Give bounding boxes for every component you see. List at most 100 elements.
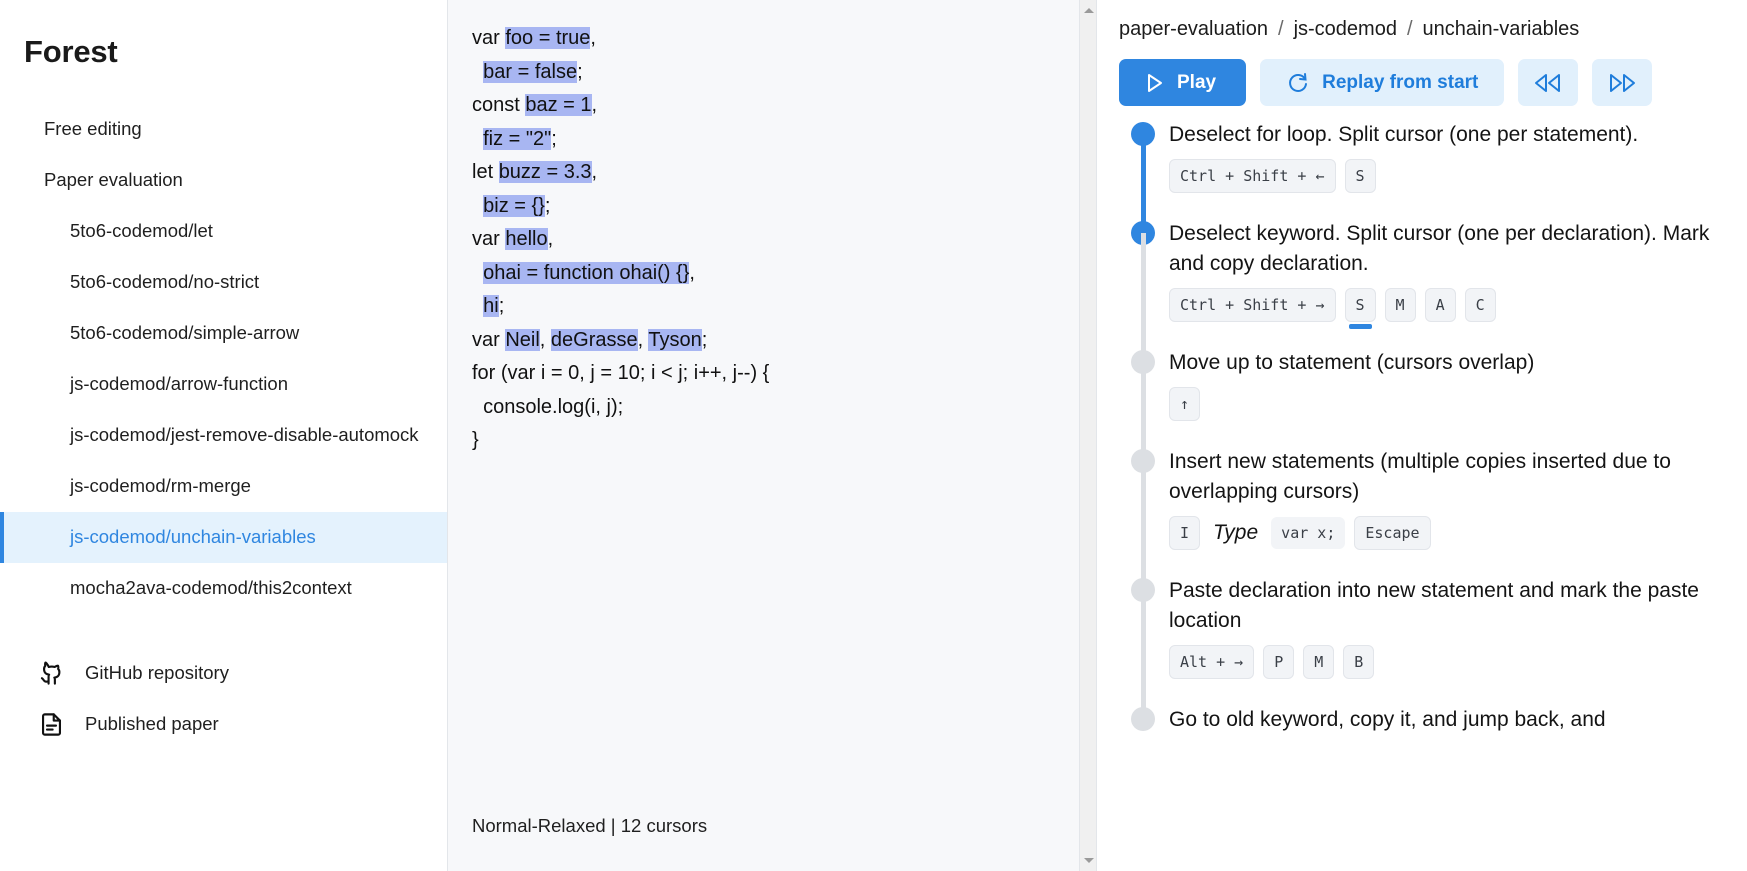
sidebar-item-label: 5to6-codemod/simple-arrow [70,321,300,343]
sidebar-item-label: js-codemod/arrow-function [70,372,288,394]
footer-link-github-repository[interactable]: GitHub repository [0,648,447,699]
code-segment: , [689,261,695,284]
key-cap: I [1169,516,1201,550]
editor-status-bar: Normal-Relaxed | 12 cursors [472,815,708,836]
play-icon [1143,72,1165,94]
sidebar-item-js-codemod-unchain-variables[interactable]: js-codemod/unchain-variables [0,511,447,563]
editor-vertical-scrollbar[interactable] [1079,0,1096,871]
sidebar-item-paper-evaluation[interactable]: Paper evaluation [0,155,447,206]
sidebar-item-label: 5to6-codemod/no-strict [70,270,260,292]
step-item[interactable]: Deselect keyword. Split cursor (one per … [1131,219,1747,356]
code-segment: } [472,429,479,451]
code-line: hi; [472,290,1096,324]
play-button[interactable]: Play [1119,59,1247,106]
code-selection-segment: baz = 1 [525,94,592,116]
code-segment: var [472,328,506,351]
key-cap: Alt + → [1169,645,1255,679]
code-segment: , [539,328,551,351]
sidebar-item-js-codemod-jest-remove-disable-automock[interactable]: js-codemod/jest-remove-disable-automock [0,410,447,461]
key-cap: C [1464,288,1496,322]
step-item[interactable]: Paste declaration into new statement and… [1131,576,1747,713]
breadcrumb-item-js-codemod[interactable]: js-codemod [1293,18,1397,40]
step-description: Deselect keyword. Split cursor (one per … [1169,222,1710,275]
code-segment: , [591,161,598,183]
next-step-button[interactable] [1592,59,1653,106]
code-segment: , [591,94,598,116]
footer-link-label: GitHub repository [85,662,229,684]
step-connector [1141,590,1146,713]
key-cap: ↑ [1169,387,1201,421]
document-icon [38,711,65,738]
scroll-down-arrow-icon[interactable] [1080,852,1097,869]
footer-link-published-paper[interactable]: Published paper [0,699,447,750]
sidebar-item-5to6-codemod-let[interactable]: 5to6-codemod/let [0,206,447,257]
key-cap: B [1343,645,1375,679]
breadcrumb-item-paper-evaluation[interactable]: paper-evaluation [1119,18,1268,40]
playback-toolbar: Play Replay from start [1119,59,1747,106]
play-button-label: Play [1177,71,1217,93]
sidebar-item-free-editing[interactable]: Free editing [0,104,447,155]
breadcrumb-item-unchain-variables[interactable]: unchain-variables [1422,18,1580,40]
key-cap: A [1424,288,1456,322]
sidebar-item-label: Free editing [44,118,142,139]
breadcrumb-separator: / [1278,18,1284,40]
replay-from-start-button[interactable]: Replay from start [1260,59,1505,106]
sidebar-item-5to6-codemod-simple-arrow[interactable]: 5to6-codemod/simple-arrow [0,308,447,359]
step-item[interactable]: Insert new statements (multiple copies i… [1131,447,1747,584]
key-cap-active: S [1344,288,1376,329]
sidebar-item-label: js-codemod/rm-merge [70,474,251,496]
code-segment: , [590,27,596,49]
step-key-sequence: ↑ [1169,387,1747,421]
code-segment [472,195,483,217]
step-item[interactable]: Go to old keyword, copy it, and jump bac… [1131,705,1747,745]
code-selection-segment: foo = true [505,27,591,49]
fast-forward-icon [1607,72,1637,94]
code-editor-panel: var foo = true, bar = false;const baz = … [447,0,1097,871]
code-content[interactable]: var foo = true, bar = false;const baz = … [448,0,1096,815]
code-line: console.log(i, j); [472,391,1096,425]
code-segment: ; [544,194,551,217]
code-segment: , [547,228,554,250]
code-line: bar = false; [472,56,1096,90]
code-selection-segment: ohai = function ohai() {} [483,261,690,284]
code-line: fiz = "2"; [472,123,1096,157]
code-segment [472,61,483,83]
step-item[interactable]: Deselect for loop. Split cursor (one per… [1131,120,1747,227]
code-line: var foo = true, [472,22,1096,56]
step-description: Deselect for loop. Split cursor (one per… [1169,123,1639,146]
code-line: var Neil, deGrasse, Tyson; [472,324,1096,358]
step-timeline: Deselect for loop. Split cursor (one per… [1119,120,1747,745]
sidebar-item-label: 5to6-codemod/let [70,219,213,241]
github-icon [38,660,65,687]
key-action-label: Type [1213,521,1259,544]
code-line: biz = {}; [472,190,1096,224]
previous-step-button[interactable] [1518,59,1579,106]
sidebar-item-js-codemod-arrow-function[interactable]: js-codemod/arrow-function [0,359,447,410]
code-line: var hello, [472,223,1096,257]
code-segment [472,262,483,284]
code-line: let buzz = 3.3, [472,156,1096,190]
key-cap: S [1344,159,1376,193]
sidebar-item-mocha2ava-codemod-this2context[interactable]: mocha2ava-codemod/this2context [0,563,447,614]
code-selection-segment: deGrasse [550,328,638,351]
replay-icon [1286,71,1310,95]
step-item[interactable]: Move up to statement (cursors overlap)↑ [1131,348,1747,455]
sidebar-item-js-codemod-rm-merge[interactable]: js-codemod/rm-merge [0,461,447,512]
scroll-up-arrow-icon[interactable] [1080,2,1097,19]
code-segment: ; [551,127,557,150]
typed-text-chip: var x; [1271,517,1346,549]
code-selection-segment: hello [505,228,548,250]
sidebar-item-5to6-codemod-no-strict[interactable]: 5to6-codemod/no-strict [0,257,447,308]
code-line: for (var i = 0, j = 10; i < j; i++, j--)… [472,357,1096,391]
code-segment: console.log(i, j); [472,395,624,418]
code-segment [472,295,483,317]
code-segment: var [472,27,506,49]
step-description: Insert new statements (multiple copies i… [1169,450,1671,503]
step-marker-todo[interactable] [1131,707,1155,731]
